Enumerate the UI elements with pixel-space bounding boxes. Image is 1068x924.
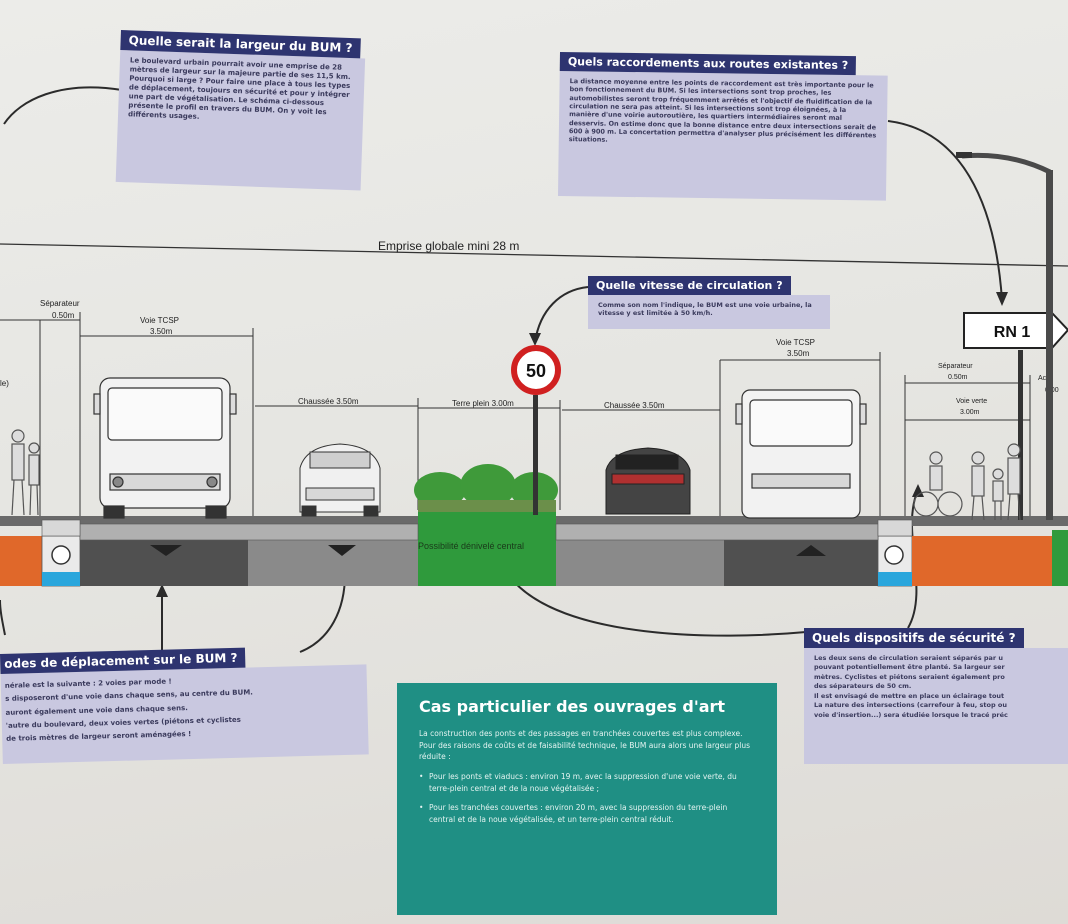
chaussee-right-label: Chaussée 3.50m [604,401,665,410]
security-line: Il est envisagé de mettre en place un éc… [814,691,1005,700]
security-line: mètres. Cyclistes et piétons seraient ég… [814,672,1005,681]
ground-section [0,510,1068,587]
security-line: pouvant potentiellement être planté. Sa … [814,663,1005,672]
emprise-dimension: Emprise globale mini 28 m [0,239,1068,267]
rn1-sign: RN 1 [963,312,1068,520]
voie-verte-width: 3.00m [960,409,980,416]
voie-verte-label: Voie verte [956,398,987,405]
denivele-label: Possibilité dénivelé central [418,541,524,551]
speed-info-title: Quelle vitesse de circulation ? [588,276,791,295]
left-separator-label: Séparateur [40,299,80,308]
right-separator-label: Séparateur [938,363,973,370]
right-separator-width: 0.50m [948,374,968,381]
security-line: des séparateurs de 50 cm. [814,682,912,691]
security-line: La nature des intersections (carrefour à… [814,701,1007,710]
speed-info-box: Quelle vitesse de circulation ? Comme so… [588,276,830,329]
arrow-central-to-security [509,576,807,637]
left-cut-label: le) [0,379,9,388]
bridges-box-item: Pour les tranchées couvertes : environ 2… [419,802,755,825]
width-info-text: Le boulevard urbain pourrait avoir une e… [115,49,366,191]
speed-limit-sign: 50 [511,345,561,515]
left-tcsp-label: Voie TCSP [140,316,179,325]
bridges-box-intro: La construction des ponts et des passage… [419,729,750,762]
security-info-text: Les deux sens de circulation seraient sé… [804,648,1068,764]
bus-left-icon [93,377,237,519]
terre-plein-label: Terre plein 3.00m [452,399,514,408]
arrow-width-to-edge [3,86,123,125]
bridges-special-case-box: Cas particulier des ouvrages d'art La co… [397,683,777,915]
bridges-box-title: Cas particulier des ouvrages d'art [419,697,726,716]
connections-info-text: La distance moyenne entre les points de … [557,70,888,201]
chaussee-left-label: Chaussée 3.50m [298,397,359,406]
arrow-speed-to-sign [534,286,589,343]
car-right-icon [605,447,691,515]
cyclist-and-pedestrians-right-icon [913,443,1021,521]
arrow-connections-to-rn [887,120,1003,301]
speed-info-text: Comme son nom l'indique, le BUM est une … [588,295,830,329]
bridges-box-item: Pour les ponts et viaducs : environ 19 m… [419,771,755,794]
right-tcsp-label: Voie TCSP [776,338,815,347]
modes-info-box: odes de déplacement sur le BUM ? nérale … [0,644,369,764]
left-tcsp-width: 3.50m [150,327,173,336]
security-line: voie d'insertion...) sera étudiée lorsqu… [814,710,1008,719]
security-info-title: Quels dispositifs de sécurité ? [804,628,1024,648]
rn1-label: RN 1 [994,324,1031,341]
emprise-label: Emprise globale mini 28 m [378,239,519,253]
dimension-lines [0,312,1031,520]
bridges-box-list: Pour les ponts et viaducs : environ 19 m… [419,771,755,826]
connections-info-box: Quels raccordements aux routes existante… [557,52,888,201]
left-separator-width: 0.50m [52,311,75,320]
security-line: Les deux sens de circulation seraient sé… [814,654,1003,662]
security-info-box: Quels dispositifs de sécurité ? Les deux… [804,628,1068,764]
modes-info-text: nérale est la suivante : 2 voies par mod… [0,664,369,764]
pedestrians-left-icon [11,429,40,516]
right-tcsp-width: 3.50m [787,349,810,358]
bus-right-icon [735,389,867,519]
speed-sign-value: 50 [526,361,546,381]
car-left-icon [299,443,381,517]
width-info-box: Quelle serait la largeur du BUM ? Le bou… [115,30,366,191]
arrow-modes-left [0,599,6,636]
street-lamp-icon [956,152,1053,520]
accotement-label: Ac [1038,375,1047,382]
